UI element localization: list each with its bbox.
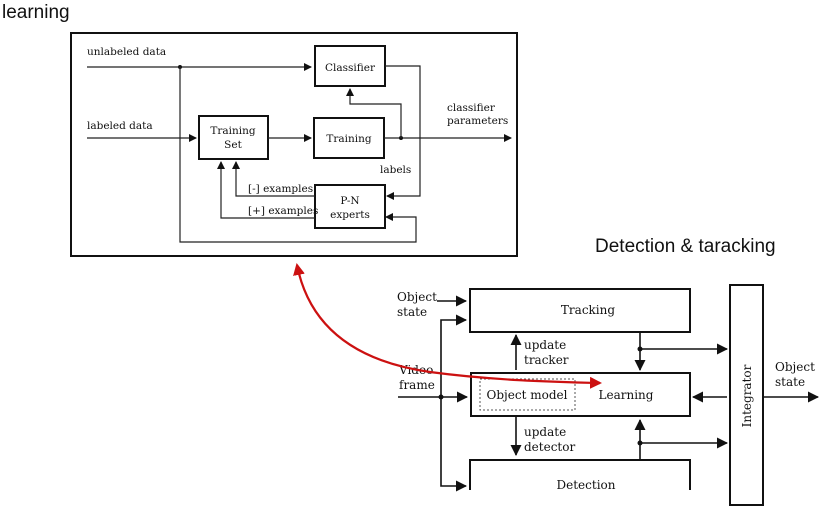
training-to-classifier-arrow xyxy=(346,88,402,138)
positive-examples-label: [+] examples xyxy=(248,205,318,217)
update-tracker-label-1: update xyxy=(524,338,566,352)
object-state-out-label-2: state xyxy=(775,375,805,389)
detection-box xyxy=(469,459,691,490)
negative-examples-label: [-] examples xyxy=(248,183,313,195)
unlabeled-to-experts-arrow xyxy=(179,67,417,243)
update-detector-label-1: update xyxy=(524,425,566,439)
learning-heading: learning xyxy=(2,2,70,23)
pn-experts-box xyxy=(314,184,386,229)
integrator-label: Integrator xyxy=(740,364,754,427)
classifier-labels-arrow xyxy=(385,65,421,200)
object-state-out-label-1: Object xyxy=(775,360,815,374)
integrator-box xyxy=(729,284,764,506)
video-to-tracking-arrow xyxy=(440,314,467,397)
video-to-detection-arrow xyxy=(440,397,467,492)
training-label: Training xyxy=(326,133,372,145)
object-state-in-label-1: Object xyxy=(397,290,437,304)
pn-experts-label-1: P-N xyxy=(340,195,359,207)
pn-experts-label-2: experts xyxy=(330,209,370,221)
classifier-parameters-label-1: classifier xyxy=(447,102,496,114)
red-link-arrow xyxy=(293,263,602,389)
training-set-label-1: Training xyxy=(210,125,256,137)
object-model-label: Object model xyxy=(487,388,568,402)
learning-frame xyxy=(70,32,518,257)
video-frame-label-2: frame xyxy=(399,378,435,392)
classifier-box xyxy=(314,45,386,87)
object-state-in-label-2: state xyxy=(397,305,427,319)
tracking-diagram: Object state Tracking update tracker Vid… xyxy=(397,284,819,506)
detection-label: Detection xyxy=(557,478,616,492)
update-detector-label-2: detector xyxy=(524,440,575,454)
update-tracker-label-2: tracker xyxy=(524,353,569,367)
classifier-parameters-label-2: parameters xyxy=(447,115,508,127)
tracking-label: Tracking xyxy=(561,303,615,317)
detection-tracking-heading: Detection & taracking xyxy=(595,236,776,257)
labeled-data-label: labeled data xyxy=(87,120,153,132)
training-set-label-2: Set xyxy=(224,139,242,151)
classifier-label: Classifier xyxy=(325,62,376,74)
learning-label: Learning xyxy=(599,388,654,402)
unlabeled-data-label: unlabeled data xyxy=(87,46,166,58)
positive-examples-arrow xyxy=(217,161,315,219)
labels-label: labels xyxy=(380,164,411,176)
negative-examples-arrow xyxy=(232,161,315,197)
learning-diagram: unlabeled data labeled data Classifier T… xyxy=(70,32,518,257)
training-set-box xyxy=(198,115,269,160)
